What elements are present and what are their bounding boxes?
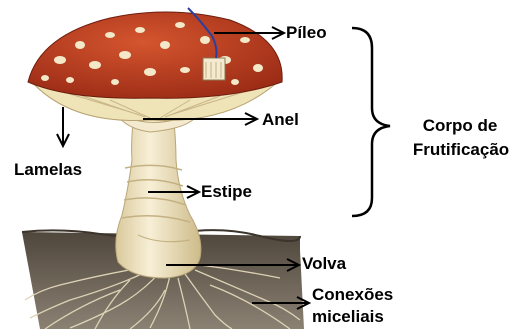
- cap: [28, 8, 282, 98]
- label-conexoes-line1: Conexões: [312, 286, 393, 304]
- label-corpo-line1: Corpo de: [402, 117, 518, 135]
- label-volva: Volva: [302, 255, 346, 273]
- label-anel: Anel: [262, 111, 299, 129]
- label-corpo-line2: Frutificação: [396, 141, 526, 159]
- fruiting-body-brace: [352, 28, 390, 216]
- label-estipe: Estipe: [201, 183, 252, 201]
- label-conexoes-line2: miceliais: [312, 308, 384, 326]
- label-lamelas: Lamelas: [14, 161, 82, 179]
- label-pileo: Píleo: [286, 24, 327, 42]
